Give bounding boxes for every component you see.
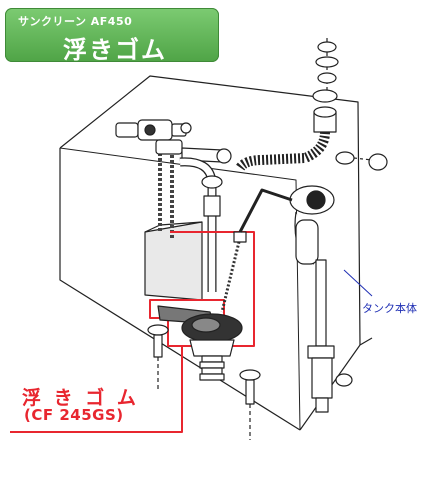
lift-chain [220, 231, 247, 313]
tank-label-pointer [343, 269, 373, 297]
supply-fittings [312, 38, 339, 133]
model-name: サンクリーン AF450 [18, 15, 133, 28]
refill-hose [235, 131, 330, 172]
overflow-pipe [179, 157, 223, 292]
float-rubber [157, 305, 243, 357]
mounting-bolt-right [239, 369, 261, 440]
ball-tap-chain [158, 148, 174, 240]
side-plug [335, 151, 388, 171]
flush-lever [238, 185, 335, 265]
page-title: 浮きゴム [63, 36, 167, 64]
tank-body-label: タンク本体 [362, 302, 417, 315]
flush-outlet [199, 355, 225, 381]
mounting-bolt-left [147, 324, 169, 392]
part-code-label: (CF 245GS) [24, 406, 124, 424]
title-banner: サンクリーン AF450 浮きゴム [5, 8, 219, 64]
float-housing [144, 221, 203, 301]
supply-pipe [307, 259, 353, 413]
part-name-label: 浮 き ゴ ム [22, 387, 139, 409]
